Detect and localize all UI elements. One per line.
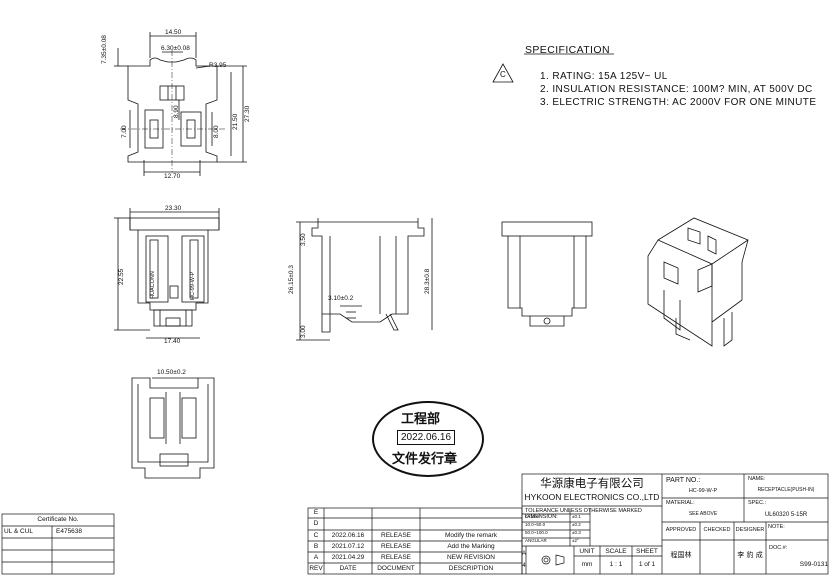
tolerance-range: 0~10.0 — [525, 514, 539, 519]
rev-header-description: DESCRIPTION — [448, 565, 494, 572]
scale-label: SCALE — [605, 548, 627, 555]
side-view — [296, 218, 433, 341]
spec-block — [492, 53, 614, 83]
spec-item-3: 3. ELECTRIC STRENGTH: AC 2000V FOR ONE M… — [540, 97, 817, 108]
rev-cell-date: 2022.06.16 — [331, 532, 365, 539]
dim-7-00: 7.00 — [121, 125, 128, 138]
company-en: HYKOON ELECTRONICS CO.,LTD — [524, 492, 660, 502]
rev-cell-document: RELEASE — [381, 543, 411, 550]
sheet-value: 1 of 1 — [638, 561, 656, 568]
part-no-label: PART NO.: — [666, 477, 701, 484]
dim-r3-95: R3.95 — [209, 62, 227, 69]
sheet-label: SHEET — [636, 548, 658, 555]
rev-cell-description: Modify the remark — [444, 532, 498, 539]
material-label: MATERIAL: — [666, 500, 695, 506]
name-label: NAME: — [748, 476, 766, 482]
dim-27-30: 27.30 — [244, 105, 251, 122]
part-no-value: HC-99-W-P — [688, 488, 718, 494]
dim-28-3: 28.3±0.8 — [424, 268, 431, 294]
stamp-date: 2022.06.16 — [397, 430, 455, 445]
company-cn: 华源康电子有限公司 — [540, 476, 644, 490]
release-stamp — [372, 401, 484, 477]
dim-6-30: 6.30±0.08 — [161, 45, 190, 52]
rev-header-rev: REV — [309, 565, 323, 572]
rev-cell-rev: D — [313, 520, 319, 527]
note-label: NOTE: — [768, 524, 785, 530]
pole-mark-right: HC-99-W-P — [190, 271, 196, 300]
dim-17-40: 17.40 — [164, 338, 181, 345]
rev-cell-rev: C — [313, 532, 319, 539]
spec-item-2: 2. INSULATION RESISTANCE: 100M? MIN, AT … — [540, 84, 813, 95]
designer-signature: 李 豹 成 — [737, 551, 763, 559]
stamp-top-text: 工程部 — [401, 412, 441, 427]
dim-7-35: 7.35±0.08 — [101, 35, 108, 64]
rev-cell-date: 2021.07.12 — [331, 543, 365, 550]
spec-symbol: C — [500, 70, 506, 79]
title-block-frame — [1, 473, 829, 575]
rev-cell-date: 2021.04.29 — [331, 554, 365, 561]
dim-3-50: 3.50 — [300, 233, 307, 246]
dim-14-50: 14.50 — [165, 29, 182, 36]
designer-label: DESIGNER — [735, 527, 765, 533]
dim-8-90: 8.90 — [173, 105, 180, 118]
dim-26-15: 26.15±0.3 — [288, 265, 295, 294]
tolerance-value: ±0.1 — [572, 514, 581, 519]
tolerance-value: ±0.3 — [572, 530, 581, 535]
rev-cell-rev: B — [313, 543, 319, 550]
material-value: SEE ABOVE — [688, 511, 718, 517]
unit-value: mm — [581, 561, 593, 568]
dim-8-00: 8.00 — [213, 125, 220, 138]
spec-value: UL60320 5-15R — [764, 512, 808, 518]
tolerance-value: ±2° — [572, 538, 579, 543]
name-value: RECEPTACLE(PUSH-IN) — [757, 487, 815, 493]
tolerance-range: ANGULAR — [525, 538, 547, 543]
rev-cell-rev: E — [313, 509, 319, 516]
rev-header-date: DATE — [339, 565, 357, 572]
bottom-view — [131, 377, 215, 479]
front-view — [114, 208, 220, 339]
rev-cell-document: RELEASE — [381, 554, 411, 561]
unit-label: UNIT — [579, 548, 595, 555]
cert-label: UL & CUL — [4, 528, 34, 535]
isometric-view — [647, 217, 749, 347]
rev-cell-document: RELEASE — [381, 532, 411, 539]
dim-22-55: 22.55 — [118, 268, 125, 285]
pole-mark-left: HUACONN — [150, 271, 156, 299]
tolerance-range: 50.0~100.0 — [525, 530, 548, 535]
stamp-bottom-text: 文件发行章 — [392, 452, 458, 467]
proj-a: A — [522, 551, 527, 557]
dim-23-30: 23.30 — [165, 205, 182, 212]
dim-21-50: 21.50 — [232, 113, 239, 130]
dim-10-50: 10.50±0.2 — [157, 369, 186, 376]
checked-label: CHECKED — [703, 527, 731, 533]
approved-label: APPROVED — [665, 527, 697, 533]
cert-number: E475638 — [56, 528, 83, 535]
proj-4: 4 — [522, 563, 526, 569]
tolerance-note: TOLERANCE UNLESS OTHERWISE MARKED DIMENS… — [525, 508, 642, 520]
dim-12-70: 12.70 — [164, 173, 181, 180]
spec-label: SPEC.: — [748, 500, 767, 506]
rev-header-document: DOCUMENT — [377, 565, 415, 572]
spec-title: SPECIFICATION — [525, 44, 610, 56]
doc-label: DOC.#: — [769, 545, 788, 551]
spec-item-1: 1. RATING: 15A 125V~ UL — [540, 71, 668, 82]
tolerance-range: 10.0~50.0 — [525, 522, 546, 527]
rear-view — [501, 221, 593, 327]
top-view — [114, 32, 247, 176]
rev-cell-description: NEW REVISION — [446, 554, 496, 561]
rev-cell-rev: A — [313, 554, 319, 561]
scale-value: 1 : 1 — [609, 561, 623, 568]
dim-3-10: 3.10±0.2 — [328, 295, 354, 302]
dim-3-00: 3.00 — [300, 325, 307, 338]
rev-cell-description: Add the Marking — [447, 543, 495, 550]
cert-header: Certificate No. — [37, 516, 79, 523]
doc-value: S99-0131 — [799, 561, 828, 568]
approved-signature: 程国林 — [670, 551, 692, 559]
tolerance-value: ±0.2 — [572, 522, 581, 527]
